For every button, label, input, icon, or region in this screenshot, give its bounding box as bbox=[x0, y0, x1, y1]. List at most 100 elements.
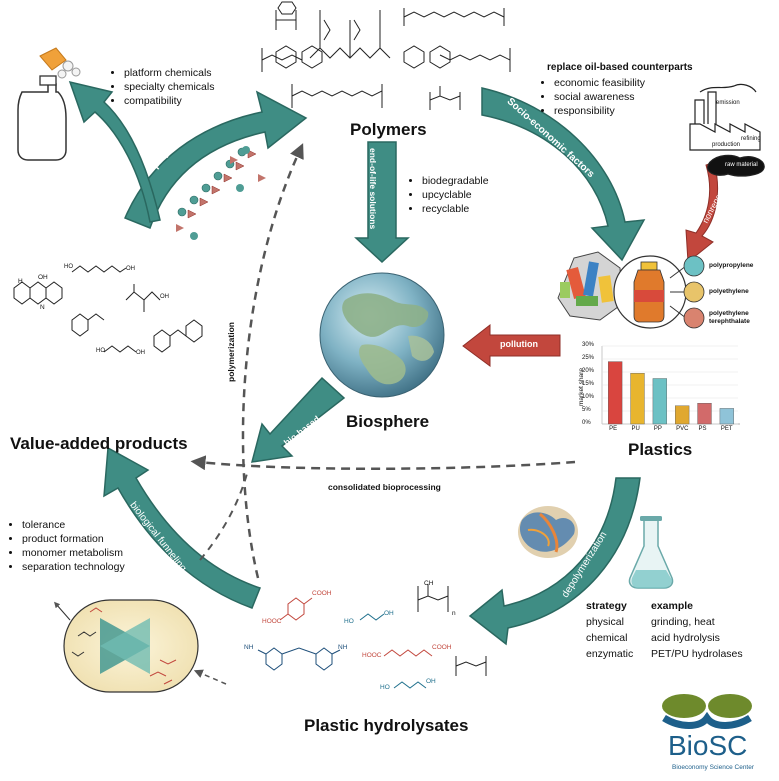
replace-list: economic feasibility social awareness re… bbox=[540, 76, 645, 118]
monomer-free bbox=[236, 184, 244, 192]
replace-item: responsibility bbox=[554, 104, 645, 118]
biosc-logo bbox=[662, 694, 752, 729]
chart-category-label: PS bbox=[698, 426, 707, 432]
other-applications-arrow bbox=[68, 80, 161, 223]
chem-label: HO bbox=[96, 348, 105, 354]
chem-label: COOH bbox=[432, 644, 452, 651]
pollution-arrow bbox=[462, 323, 561, 367]
chem-label: OH bbox=[38, 274, 48, 281]
table-cell: PET/PU hydrolases bbox=[651, 648, 743, 660]
funneling-item: monomer metabolism bbox=[22, 546, 125, 560]
chart-bar bbox=[697, 403, 712, 425]
end-of-life-arrow bbox=[354, 141, 410, 264]
monomer-free bbox=[258, 174, 266, 182]
chart-ytick-label: 20% bbox=[582, 368, 595, 374]
plastic-type-label: polyethylene bbox=[709, 288, 749, 295]
globe-illustration bbox=[319, 272, 445, 398]
table-cell: physical bbox=[586, 616, 624, 628]
plastic-type-label: polyethylene terephthalate bbox=[709, 310, 750, 325]
end-of-life-list: biodegradable upcyclable recyclable bbox=[408, 174, 489, 216]
consolidated-bioprocessing-label: consolidated bioprocessing bbox=[328, 482, 441, 492]
chem-label: HOOC bbox=[262, 618, 282, 625]
applications-item: compatibility bbox=[124, 94, 214, 108]
chart-ytick-label: 5% bbox=[582, 407, 591, 413]
chart-bar bbox=[630, 373, 645, 425]
plastic-waste-illustration bbox=[557, 251, 623, 321]
chart-ytick-label: 30% bbox=[582, 342, 595, 348]
chart-bar bbox=[652, 378, 667, 425]
socio-economic-arrow bbox=[481, 87, 646, 262]
flask-illustration bbox=[628, 516, 674, 589]
chem-label: n bbox=[452, 610, 456, 617]
bottle-illustration bbox=[17, 47, 81, 161]
monomer-free bbox=[242, 146, 250, 154]
polymer-structures bbox=[261, 1, 511, 110]
chem-label: HOOC bbox=[362, 652, 382, 659]
bio-based-arrow bbox=[250, 376, 346, 463]
end-of-life-label: end-of-life solutions bbox=[368, 148, 378, 230]
chem-label: H bbox=[18, 278, 23, 285]
chem-label: N bbox=[40, 304, 45, 311]
chart-ytick-label: 10% bbox=[582, 394, 595, 400]
logo-name: BioSC bbox=[668, 730, 748, 761]
chem-label: COOH bbox=[312, 590, 332, 597]
biological-funneling-arrow bbox=[103, 446, 261, 609]
polymers-title: Polymers bbox=[350, 120, 427, 139]
chem-label: OH bbox=[426, 678, 436, 685]
monomer-bead bbox=[177, 207, 187, 217]
factory-emission-label: emission bbox=[716, 100, 740, 106]
plastic-bottle-illustration bbox=[613, 255, 705, 329]
factory-raw-material-label: raw material bbox=[725, 162, 758, 168]
table-header-strategy: strategy bbox=[586, 600, 627, 612]
biosphere-title: Biosphere bbox=[346, 412, 430, 431]
replace-item: economic feasibility bbox=[554, 76, 645, 90]
monomer-bead bbox=[201, 183, 211, 193]
monomer-triangle bbox=[211, 185, 221, 195]
polymerization-arrow bbox=[124, 90, 308, 229]
value-added-title: Value-added products bbox=[10, 434, 188, 453]
chart-bar bbox=[608, 361, 623, 425]
chem-label: HO bbox=[380, 684, 390, 691]
pollution-label: pollution bbox=[500, 339, 538, 349]
chart-category-label: PET bbox=[720, 426, 733, 432]
logo-subtitle: Bioeconomy Science Center bbox=[672, 764, 755, 771]
end-of-life-item: upcyclable bbox=[422, 188, 489, 202]
chart-bar bbox=[719, 408, 734, 425]
chart-ytick-label: 25% bbox=[582, 355, 595, 361]
table-cell: chemical bbox=[586, 632, 628, 644]
funneling-list: tolerance product formation monomer meta… bbox=[8, 518, 125, 574]
chem-label: HO bbox=[344, 618, 354, 625]
chem-label: OH bbox=[126, 266, 135, 272]
funneling-item: tolerance bbox=[22, 518, 125, 532]
replace-title: replace oil-based counterparts bbox=[547, 62, 693, 73]
monomer-triangle bbox=[247, 149, 257, 159]
monomer-free bbox=[176, 224, 184, 232]
monomer-triangle bbox=[223, 173, 233, 183]
factory-production-label: production bbox=[712, 142, 741, 148]
chem-label: CH bbox=[424, 580, 434, 587]
chem-label: HO bbox=[64, 264, 73, 270]
depolymerization-arrow bbox=[468, 477, 641, 646]
funneling-item: separation technology bbox=[22, 560, 125, 574]
polymerization-dashed-label: polymerization bbox=[226, 322, 236, 382]
funneling-dashed-arrow bbox=[199, 469, 249, 561]
chart-bar bbox=[675, 405, 690, 425]
chem-label: NH bbox=[244, 644, 254, 651]
applications-item: platform chemicals bbox=[124, 66, 214, 80]
chem-label: NH bbox=[338, 644, 348, 651]
funneling-item: product formation bbox=[22, 532, 125, 546]
value-added-structures bbox=[13, 265, 203, 353]
chart-category-label: PVC bbox=[676, 426, 689, 432]
chem-label: OH bbox=[384, 610, 394, 617]
monomer-bead bbox=[213, 171, 223, 181]
polymerization-dashed-arrow bbox=[241, 143, 304, 579]
chart-ytick-label: 0% bbox=[582, 420, 591, 426]
monomer-free bbox=[190, 232, 198, 240]
chem-label: OH bbox=[160, 294, 169, 300]
market-share-chart bbox=[601, 345, 740, 425]
table-cell: enzymatic bbox=[586, 648, 634, 660]
enzyme-illustration bbox=[518, 506, 578, 558]
chem-label: OH bbox=[136, 350, 145, 356]
monomer-chain-illustration bbox=[176, 146, 266, 240]
